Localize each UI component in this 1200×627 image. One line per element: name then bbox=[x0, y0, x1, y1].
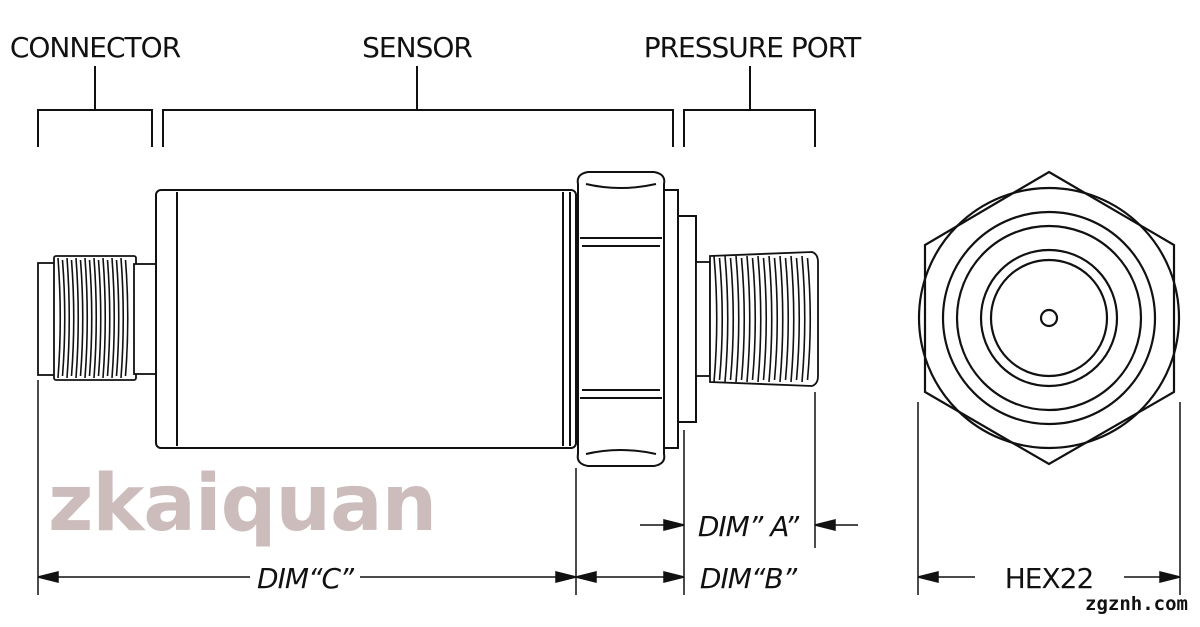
connector-thread-ridge bbox=[120, 257, 125, 379]
connector-thread-ridge bbox=[84, 257, 89, 379]
connector-thread-ridge bbox=[102, 257, 107, 379]
sensor-bracket bbox=[162, 66, 674, 147]
port-thread-ridge bbox=[768, 255, 773, 383]
connector-thread-ridge bbox=[93, 257, 98, 379]
watermark-text: zkaiquan bbox=[48, 459, 436, 549]
dim-a-label: DIM” A” bbox=[698, 510, 800, 543]
sensor-body bbox=[155, 189, 577, 449]
connector-thread-ridge bbox=[111, 257, 116, 379]
site-watermark: zgznh.com bbox=[1085, 593, 1188, 615]
port-thread-ridge bbox=[735, 255, 740, 383]
connector-thread-ridge bbox=[97, 259, 102, 377]
connector-thread-ridge bbox=[79, 259, 84, 377]
dimension-lines bbox=[37, 519, 1181, 583]
dim-c-label: DIM“C” bbox=[257, 562, 354, 595]
connector-thread-ridge bbox=[75, 257, 80, 379]
pressure-port-thread bbox=[695, 251, 819, 387]
port-thread-ridge bbox=[801, 255, 806, 383]
hex-end-view bbox=[917, 170, 1181, 466]
port-thread-ridge bbox=[724, 255, 729, 383]
connector-thread bbox=[37, 255, 157, 381]
connector-bracket bbox=[37, 66, 153, 147]
port-thread-ridge bbox=[773, 257, 779, 381]
port-thread-ridge bbox=[740, 257, 746, 381]
connector-label: CONNECTOR bbox=[10, 31, 181, 64]
sensor-label: SENSOR bbox=[362, 31, 472, 64]
connector-thread-ridge bbox=[106, 259, 111, 377]
port-thread-ridge bbox=[718, 257, 724, 381]
port-thread-ridge bbox=[713, 255, 718, 383]
port-thread-ridge bbox=[729, 257, 735, 381]
connector-thread-ridge bbox=[115, 259, 120, 377]
port-thread-ridge bbox=[757, 255, 762, 383]
hex-label: HEX22 bbox=[1005, 562, 1094, 595]
port-thread-ridge bbox=[784, 257, 790, 381]
connector-thread-ridge bbox=[57, 257, 62, 379]
port-thread-ridge bbox=[751, 257, 757, 381]
port-thread-ridge bbox=[746, 255, 751, 383]
connector-thread-ridge bbox=[88, 259, 93, 377]
port-thread-ridge bbox=[790, 255, 795, 383]
connector-thread-ridge bbox=[70, 259, 75, 377]
extension-lines bbox=[37, 380, 1181, 595]
connector-thread-ridge bbox=[61, 259, 66, 377]
port-thread-ridge bbox=[779, 255, 784, 383]
port-thread-ridge bbox=[806, 257, 812, 381]
connector-thread-ridge bbox=[124, 259, 129, 377]
pressure-port-bracket bbox=[683, 66, 816, 147]
port-thread-ridge bbox=[795, 257, 801, 381]
pressure-port-label: PRESSURE PORT bbox=[644, 31, 862, 64]
connector-thread-ridge bbox=[66, 257, 71, 379]
port-thread-ridge bbox=[762, 257, 768, 381]
dim-b-label: DIM“B” bbox=[700, 562, 798, 595]
hex-nut-side bbox=[576, 171, 697, 467]
